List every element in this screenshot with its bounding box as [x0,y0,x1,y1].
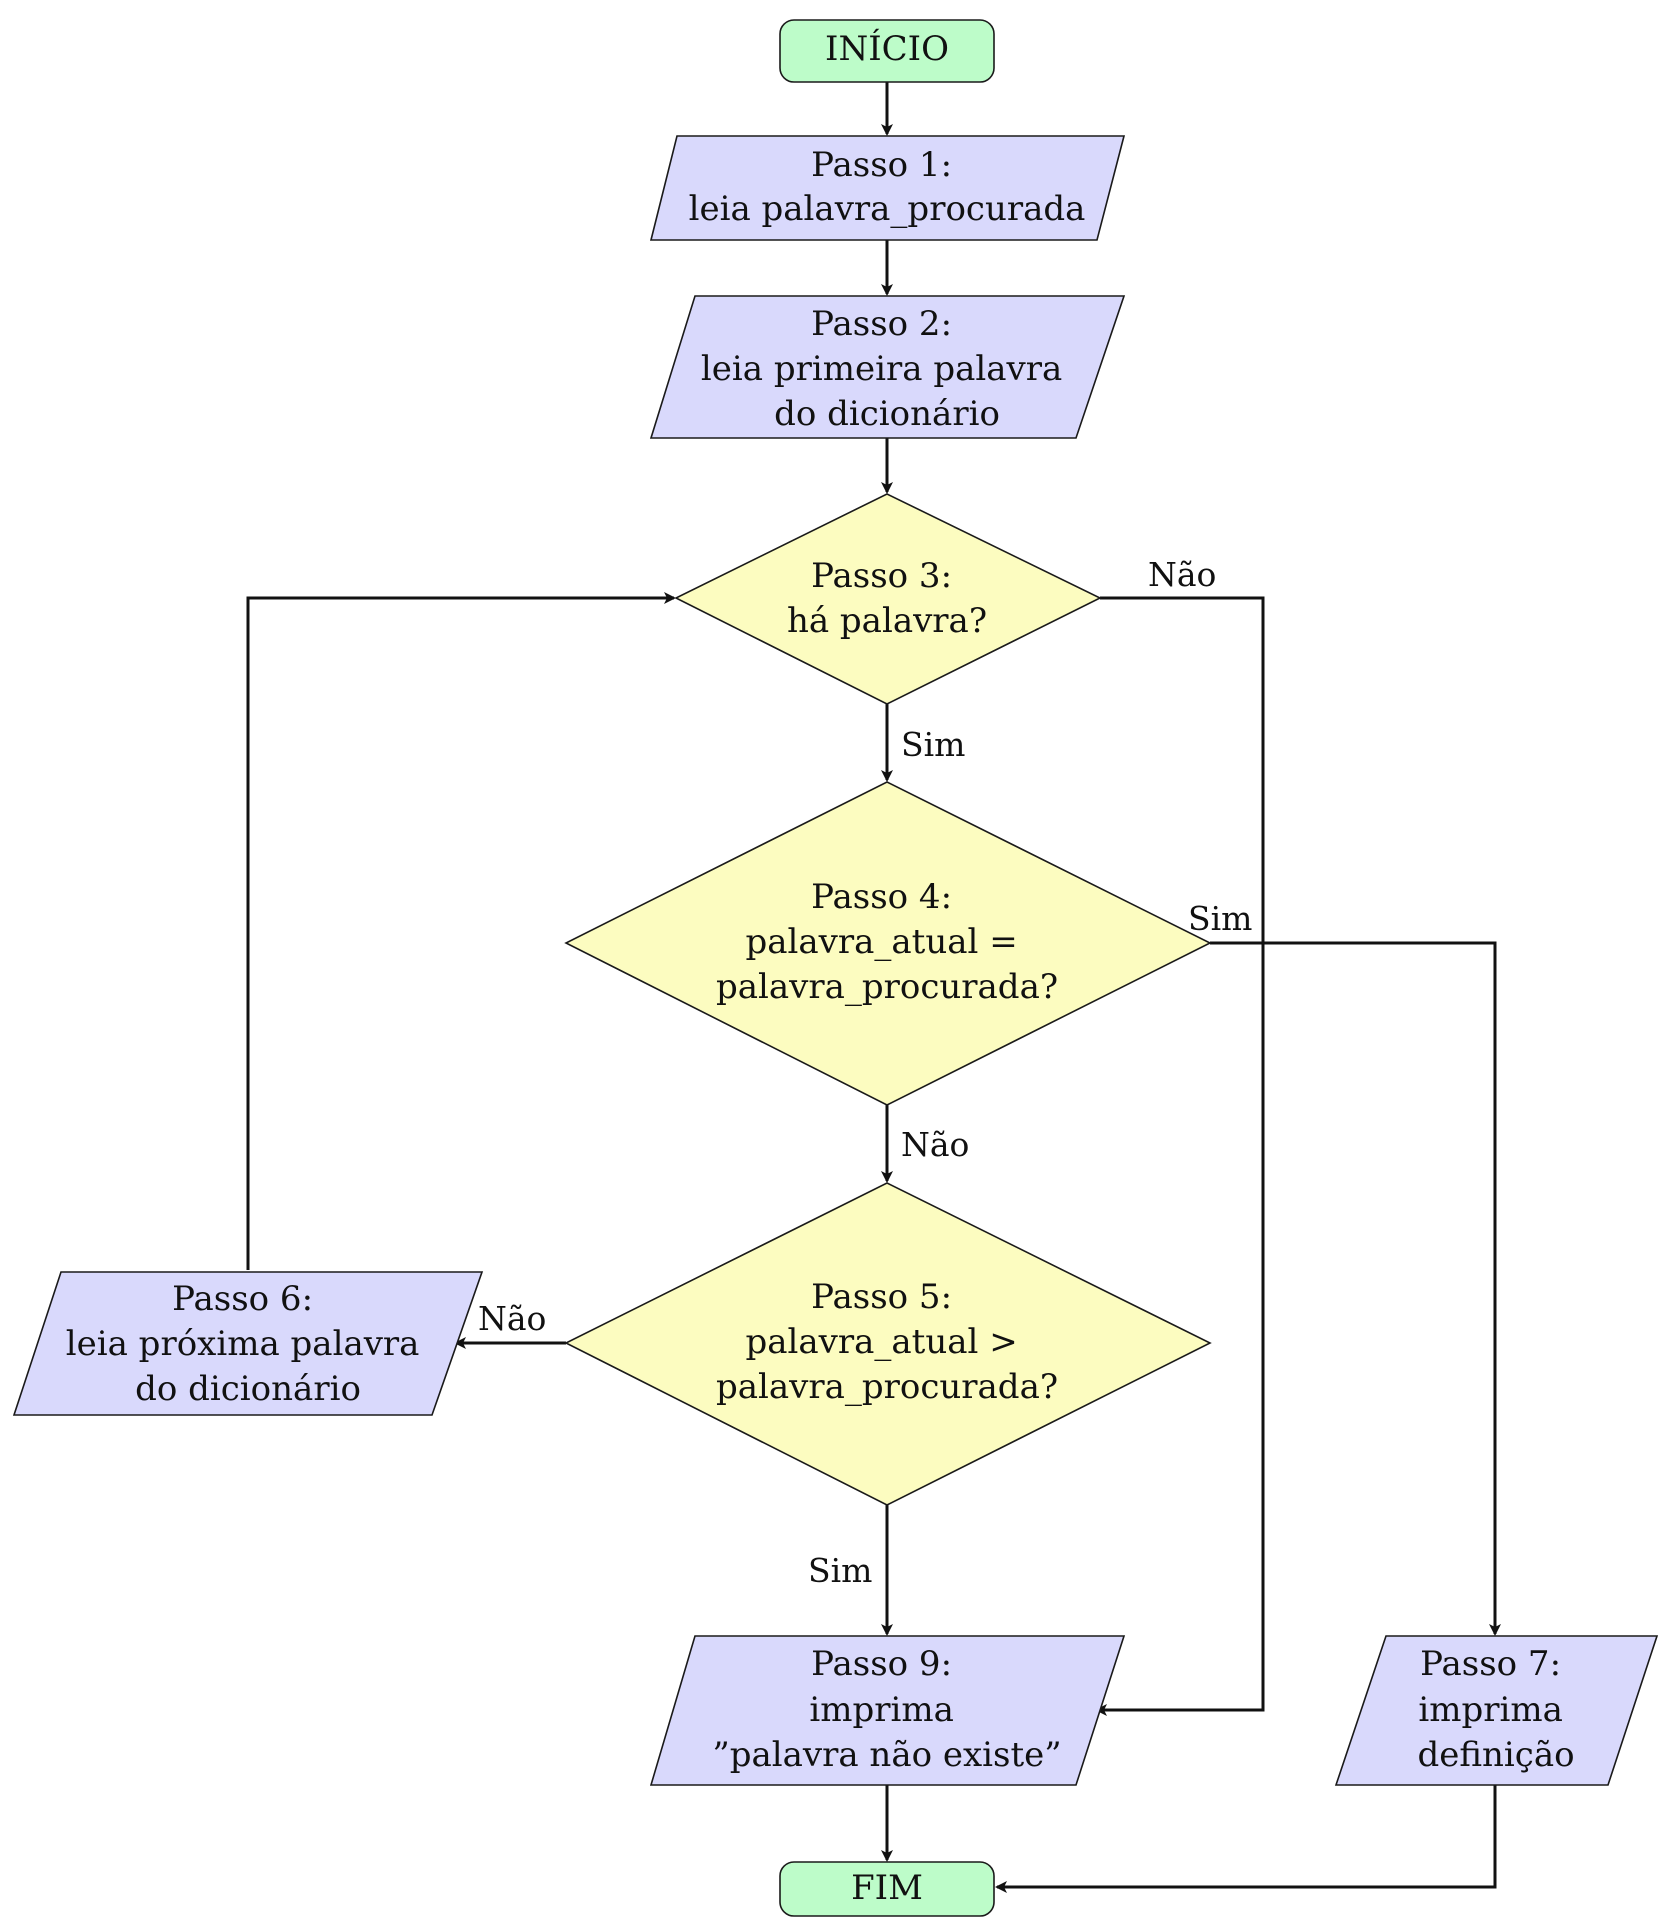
node-passo9-text: Passo 9: imprima ”palavra não existe” [712,1644,1061,1775]
node-inicio: INÍCIO [779,19,995,83]
io-passo1-shape [649,135,1126,241]
label-passo4-nao: Não [901,1125,969,1164]
edge-passo6-passo3 [246,592,676,1270]
label-passo5-nao: Não [478,1299,546,1338]
node-passo3-text: Passo 3: há palavra? [787,556,987,641]
node-passo7: Passo 7: imprima definição [1334,1635,1659,1786]
edge-passo7-fim [995,1785,1497,1893]
decision-passo5-shape [564,1182,1212,1506]
node-passo4: Passo 4: palavra_atual = palavra_procura… [564,781,1212,1106]
io-passo7-shape [1334,1635,1659,1786]
node-passo1: Passo 1: leia palavra_procurada [649,135,1126,241]
io-passo9-shape [649,1635,1126,1786]
terminal-end-shape [779,1861,995,1917]
edge-labels: Não Sim Sim Não Não Sim [478,555,1252,1590]
label-passo4-sim: Sim [1188,899,1252,938]
node-passo1-text: Passo 1: leia palavra_procurada [689,145,1086,229]
decision-passo3-shape [674,493,1102,705]
node-passo5: Passo 5: palavra_atual > palavra_procura… [564,1182,1212,1506]
node-passo3: Passo 3: há palavra? [674,493,1102,705]
label-passo5-sim: Sim [808,1551,872,1590]
node-inicio-text: INÍCIO [825,28,949,69]
edges [246,82,1501,1893]
node-passo9: Passo 9: imprima ”palavra não existe” [649,1635,1126,1786]
io-passo6-shape [12,1271,484,1416]
node-passo4-text: Passo 4: palavra_atual = palavra_procura… [716,877,1058,1007]
node-passo2-text: Passo 2: leia primeira palavra do dicion… [701,304,1073,434]
label-passo3-sim: Sim [901,725,965,764]
io-passo2-shape [649,295,1126,439]
node-passo5-text: Passo 5: palavra_atual > palavra_procura… [716,1277,1058,1407]
decision-passo4-shape [564,781,1212,1106]
node-passo2: Passo 2: leia primeira palavra do dicion… [649,295,1126,439]
node-fim-text: FIM [851,1868,923,1908]
node-passo7-text: Passo 7: imprima definição [1417,1644,1574,1775]
label-passo3-nao: Não [1148,555,1216,594]
node-passo6-text: Passo 6: leia próxima palavra do dicioná… [66,1279,431,1409]
terminal-start-shape [779,19,995,83]
node-passo6: Passo 6: leia próxima palavra do dicioná… [12,1271,484,1416]
node-fim: FIM [779,1861,995,1917]
edge-passo3-passo9 [1095,596,1265,1716]
edge-passo4-passo7 [1210,941,1501,1636]
